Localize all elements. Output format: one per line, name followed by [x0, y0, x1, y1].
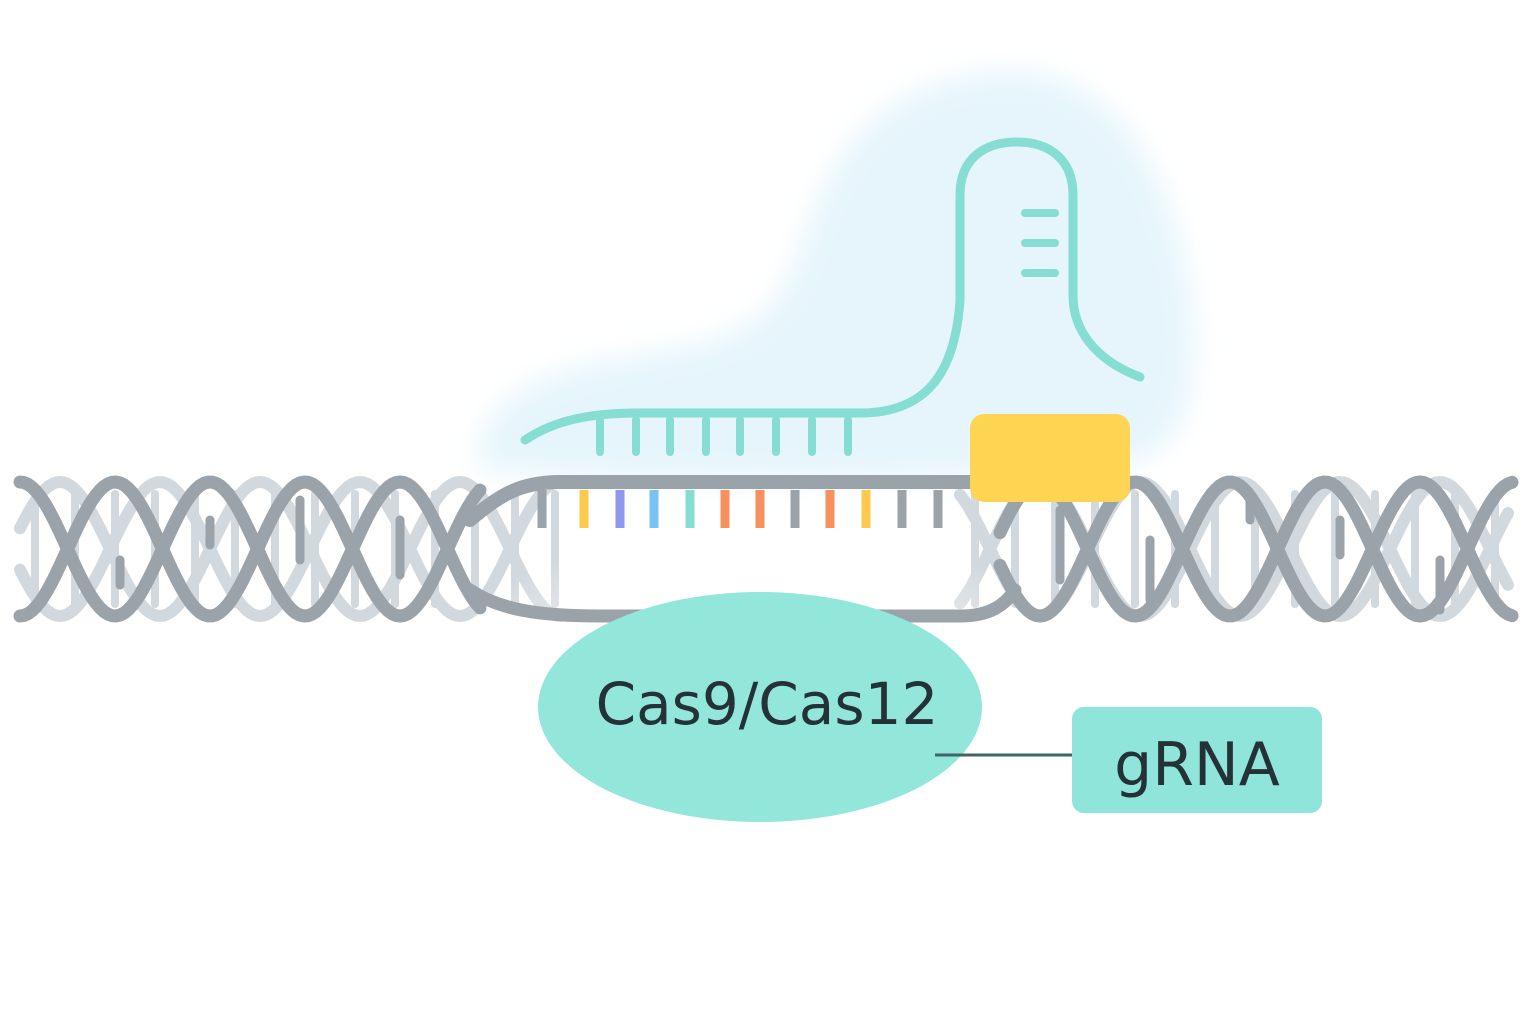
- faint-strand: [954, 475, 1514, 623]
- nuclease-blob-icon: [538, 592, 982, 822]
- protein-label: Cas9/Cas12: [596, 670, 939, 738]
- left-helix-strand: [13, 475, 487, 623]
- guide-rna-hairpin-icon: [520, 137, 1145, 445]
- faint-strand: [954, 475, 1514, 623]
- grna-label: gRNA: [1114, 730, 1280, 800]
- rna-spacer-ticks: [596, 416, 852, 456]
- pam-block-icon: [970, 414, 1130, 502]
- dna-target-strand: [463, 475, 992, 527]
- faint-strand: [14, 475, 566, 623]
- rna-stem-ticks: [1021, 209, 1059, 277]
- grna-label-box: [1072, 707, 1322, 813]
- dna-helix: [13, 475, 1519, 623]
- base-pairs: [537, 490, 943, 528]
- right-helix-strand: [993, 475, 1519, 623]
- left-helix-strand: [13, 475, 487, 623]
- halo-background: [479, 71, 1195, 481]
- non-target-strand: [463, 583, 1022, 623]
